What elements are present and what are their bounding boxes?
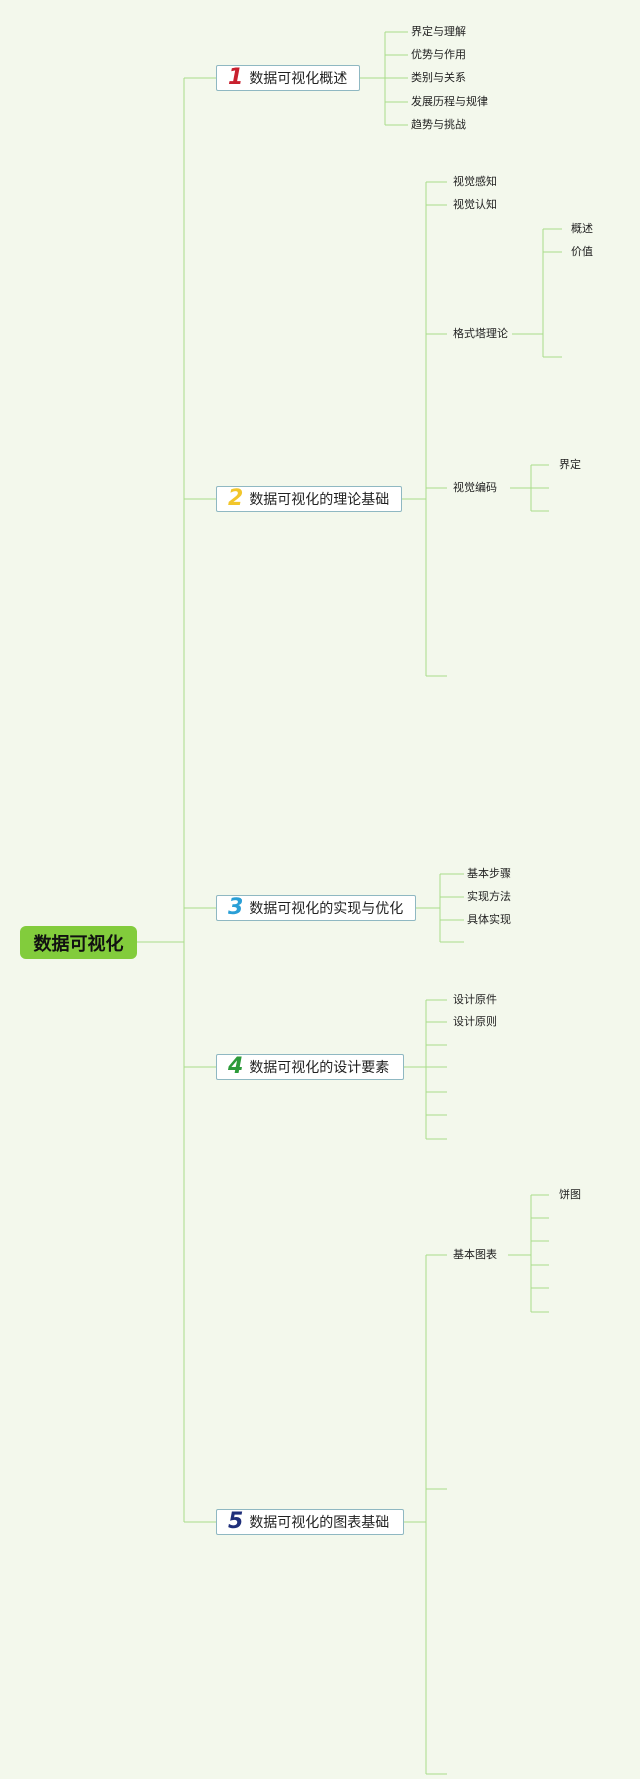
leaf-node[interactable]: 基本图表	[453, 1248, 497, 1261]
leaf-node[interactable]: 趋势与挑战	[411, 118, 466, 131]
branch-label-2: 数据可视化的理论基础	[249, 492, 390, 508]
branch-number-5: 5	[228, 1509, 244, 1534]
branch-label-3: 数据可视化的实现与优化	[249, 901, 404, 917]
branch-label-1: 数据可视化概述	[249, 71, 348, 87]
branch-node-3[interactable]: 3 数据可视化的实现与优化	[216, 895, 416, 921]
leaf-node[interactable]: 发展历程与规律	[411, 95, 488, 108]
leaf-node[interactable]: 视觉感知	[453, 175, 497, 188]
branch-node-4[interactable]: 4 数据可视化的设计要素	[216, 1054, 404, 1080]
leaf-node[interactable]: 实现方法	[467, 890, 511, 903]
leaf-node[interactable]: 界定	[559, 458, 581, 471]
branch-label-5: 数据可视化的图表基础	[249, 1515, 390, 1531]
branch-number-3: 3	[228, 895, 244, 920]
leaf-node[interactable]: 类别与关系	[411, 71, 466, 84]
leaf-node[interactable]: 优势与作用	[411, 48, 466, 61]
leaf-node[interactable]: 饼图	[559, 1188, 581, 1201]
branch-number-2: 2	[228, 486, 244, 511]
root-node[interactable]: 数据可视化	[20, 926, 137, 959]
branch-node-2[interactable]: 2 数据可视化的理论基础	[216, 486, 402, 512]
leaf-node[interactable]: 视觉编码	[453, 481, 497, 494]
leaf-node[interactable]: 设计原则	[453, 1015, 497, 1028]
branch-label-4: 数据可视化的设计要素	[249, 1060, 390, 1076]
leaf-node[interactable]: 概述	[571, 222, 593, 235]
leaf-node[interactable]: 具体实现	[467, 913, 511, 926]
leaf-node[interactable]: 界定与理解	[411, 25, 466, 38]
leaf-node[interactable]: 基本步骤	[467, 867, 511, 880]
leaf-node[interactable]: 格式塔理论	[453, 327, 508, 340]
branch-node-5[interactable]: 5 数据可视化的图表基础	[216, 1509, 404, 1535]
leaf-node[interactable]: 价值	[571, 245, 593, 258]
branch-number-1: 1	[228, 65, 244, 90]
leaf-node[interactable]: 视觉认知	[453, 198, 497, 211]
leaf-node[interactable]: 设计原件	[453, 993, 497, 1006]
branch-node-1[interactable]: 1 数据可视化概述	[216, 65, 360, 91]
branch-number-4: 4	[228, 1054, 244, 1079]
